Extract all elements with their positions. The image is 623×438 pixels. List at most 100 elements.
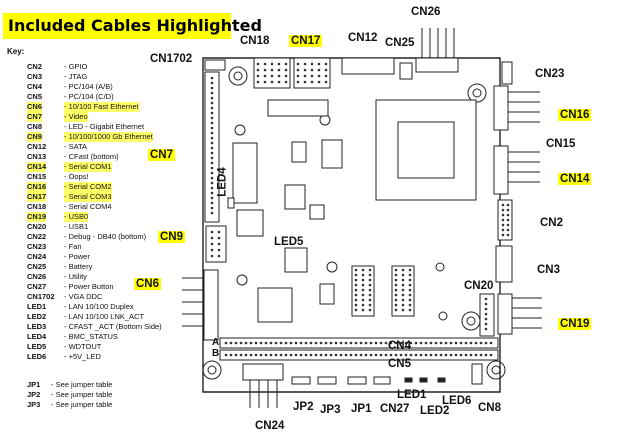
key-desc: - SATA: [64, 142, 88, 151]
key-code: CN19: [27, 212, 47, 222]
label-led4: LED4: [216, 167, 229, 197]
key-desc: - LAN 10/100 LNK_ACT: [64, 312, 145, 321]
jumper-row: JP3- See jumper table: [2, 400, 168, 410]
key-row: CN7 - Video: [2, 112, 168, 122]
key-desc: - Video: [64, 112, 88, 122]
key-row: CN3 - JTAG: [2, 72, 168, 82]
key-desc: - Power Button: [64, 282, 114, 291]
cn12-connector: [341, 57, 395, 75]
cn25-connector: [399, 62, 413, 80]
key-desc: - PC/104 (A/B): [64, 82, 113, 91]
key-code: CN7: [27, 112, 43, 122]
label-cn3: CN3: [537, 264, 561, 276]
key-desc: - USB0: [64, 212, 89, 222]
mount-hole-br: [486, 360, 506, 380]
key-desc: - JTAG: [64, 72, 88, 81]
label-cn9: CN9: [158, 231, 186, 243]
key-row: CN4- PC/104 (A/B): [2, 82, 168, 92]
key-desc: - Utility: [64, 272, 87, 281]
key-desc: - Serial COM2: [64, 182, 112, 192]
cn20-connector: [479, 293, 495, 337]
key-row: LED2- LAN 10/100 LNK_ACT: [2, 312, 168, 322]
cn27-connector: [373, 376, 391, 385]
key-desc: - CFast (bottom): [64, 152, 119, 161]
key-code: CN15: [27, 172, 47, 181]
key-row: CN22- Debug - DB40 (bottom): [2, 232, 168, 242]
key-desc: - LAN 10/100 Duplex: [64, 302, 134, 311]
key-desc: - USB1: [64, 222, 89, 231]
key-code: CN14: [27, 162, 47, 172]
key-row: LED3- CFAST _ACT (Bottom Side): [2, 322, 168, 332]
key-row: CN14 - Serial COM1: [2, 162, 168, 172]
cn3-connector: [495, 245, 513, 283]
cn6-connector: [203, 269, 219, 341]
key-code: CN3: [27, 72, 43, 81]
key-row: CN24- Power: [2, 252, 168, 262]
key-code: LED5: [27, 342, 47, 351]
key-desc: - WDTOUT: [64, 342, 102, 351]
label-row-a: A: [212, 337, 220, 348]
key-code: CN13: [27, 152, 47, 161]
key-code: CN17: [27, 192, 47, 202]
key-row: CN13 - CFast (bottom): [2, 152, 168, 162]
jumper-desc: - See jumper table: [51, 380, 113, 389]
cn26-connector: [415, 57, 459, 73]
key-row: LED5 - WDTOUT: [2, 342, 168, 352]
cn1702-connector: [204, 59, 226, 71]
key-row: CN16 - Serial COM2: [2, 182, 168, 192]
jumper-code: JP1: [27, 380, 41, 389]
label-jp3: JP3: [320, 404, 341, 416]
mount-hole-tl: [228, 66, 248, 86]
key-code: CN5: [27, 92, 43, 101]
label-cn15: CN15: [546, 138, 576, 150]
label-cn17: CN17: [289, 35, 323, 47]
key-code: CN8: [27, 122, 43, 131]
jumper-row: JP2- See jumper table: [2, 390, 168, 400]
chip-u4: [284, 247, 308, 273]
key-code: CN9: [27, 132, 43, 142]
key-row: CN26 - Utility: [2, 272, 168, 282]
key-code: CN27: [27, 282, 47, 291]
label-cn19: CN19: [558, 318, 592, 330]
key-row: CN27 - Power Button: [2, 282, 168, 292]
chip-u6: [319, 283, 335, 305]
key-desc: - Debug - DB40 (bottom): [64, 232, 147, 241]
key-desc: - Serial COM1: [64, 162, 112, 172]
label-cn8: CN8: [478, 402, 502, 414]
key-desc: - GPIO: [64, 62, 88, 71]
key-heading: Key:: [7, 47, 25, 56]
key-row: CN6- 10/100 Fast Ethernet: [2, 102, 168, 112]
key-code: CN12: [27, 142, 47, 151]
chip-u3: [284, 184, 306, 210]
cn24-connector: [242, 363, 284, 381]
key-row: LED1- LAN 10/100 Duplex: [2, 302, 168, 312]
key-row: CN8 - LED - Gigabit Ethernet: [2, 122, 168, 132]
key-row: CN12 - SATA: [2, 142, 168, 152]
key-desc: - Battery: [64, 262, 93, 271]
label-jp1: JP1: [351, 403, 372, 415]
key-code: CN26: [27, 272, 47, 281]
ethernet-chip: [257, 287, 293, 323]
label-cn20: CN20: [464, 280, 494, 292]
label-cn2: CN2: [540, 217, 564, 229]
label-cn4: CN4: [388, 340, 412, 352]
key-row: CN23- Fan: [2, 242, 168, 252]
led2-marker: [419, 377, 428, 383]
label-led2: LED2: [420, 405, 450, 417]
key-desc: - Serial COM3: [64, 192, 112, 202]
key-code: LED3: [27, 322, 47, 331]
cn16-connector: [493, 85, 509, 131]
key-desc: - BMC_STATUS: [64, 332, 118, 341]
cn5-connector: [219, 349, 499, 361]
key-code: CN16: [27, 182, 47, 192]
key-row: LED6- +5V_LED: [2, 352, 168, 362]
key-desc: - 10/100 Fast Ethernet: [64, 102, 139, 112]
key-code: LED6: [27, 352, 47, 361]
label-cn24: CN24: [255, 420, 285, 432]
key-desc: - LED - Gigabit Ethernet: [64, 122, 145, 131]
cn17-connector: [293, 57, 331, 89]
label-cn26: CN26: [411, 6, 441, 18]
cn18-connector: [253, 57, 291, 89]
